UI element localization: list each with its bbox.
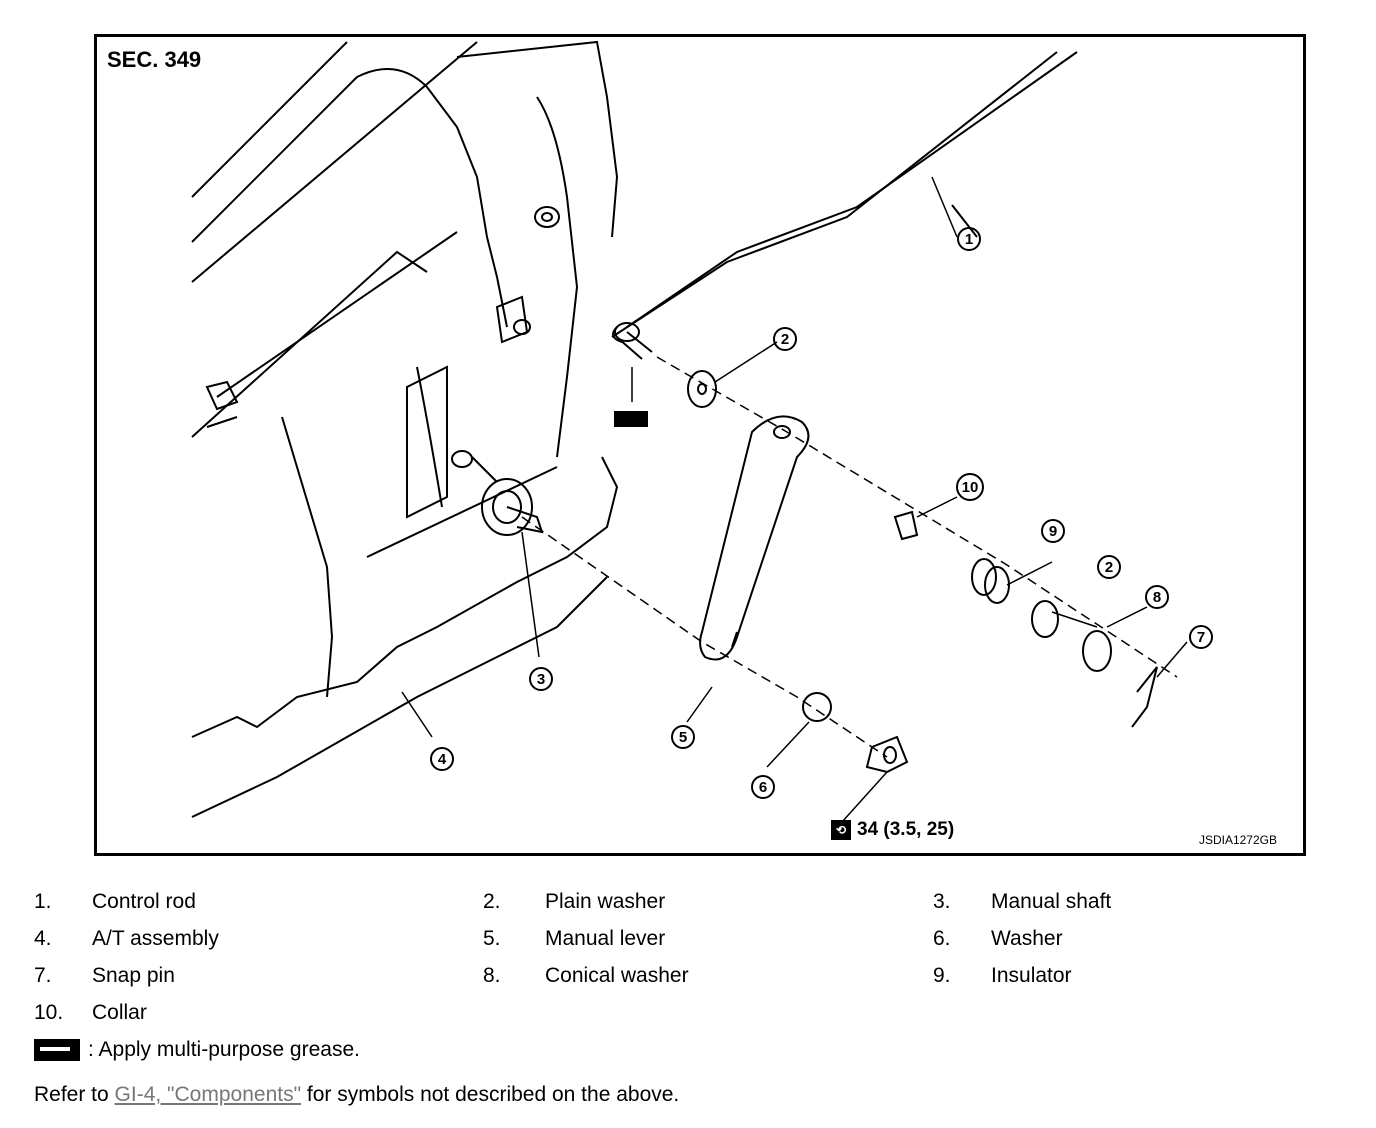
- grease-note: : Apply multi-purpose grease.: [34, 1038, 360, 1062]
- assembly-axis: [521, 356, 1178, 758]
- callout-3: 3: [537, 671, 545, 688]
- components-link[interactable]: GI-4, "Components": [114, 1083, 302, 1106]
- figure-code: JSDIA1272GB: [1198, 833, 1277, 847]
- nut: [865, 735, 909, 774]
- control-rod: [611, 51, 1078, 360]
- callout-6: 6: [759, 779, 767, 796]
- manual-shaft: [451, 450, 544, 536]
- at-assembly-housing: [191, 40, 619, 818]
- plain-washer-upper: [687, 370, 717, 408]
- refer-note: Refer to GI-4, "Components" for symbols …: [34, 1083, 680, 1106]
- callout-5: 5: [679, 729, 687, 746]
- torque-value: 34 (3.5, 25): [857, 819, 955, 840]
- exploded-diagram: 1 2 3 4 5 6 7 8 9 10 2 SEC. 349 ⟲ 34 (3.5…: [94, 34, 1306, 856]
- washer-toothed: [802, 692, 832, 722]
- torque-spec: ⟲ 34 (3.5, 25): [831, 819, 954, 841]
- callout-10: 10: [962, 479, 979, 496]
- insulator: [971, 558, 997, 596]
- collar: [893, 510, 919, 541]
- callout-2-upper: 2: [781, 331, 789, 348]
- leader-lines: [401, 176, 1188, 823]
- torque-wrench-icon: ⟲: [831, 819, 851, 840]
- callout-9: 9: [1049, 523, 1057, 540]
- grease-symbol-icon: [614, 411, 648, 427]
- grease-icon: [34, 1039, 80, 1062]
- conical-washer: [1082, 630, 1112, 672]
- callouts: [430, 227, 1213, 799]
- snap-pin: [1131, 666, 1158, 728]
- callout-8: 8: [1153, 589, 1161, 606]
- section-label: SEC. 349: [107, 47, 202, 72]
- callout-7: 7: [1197, 629, 1205, 646]
- manual-lever: [699, 415, 810, 661]
- callout-2-lower: 2: [1105, 559, 1113, 576]
- callout-1: 1: [965, 231, 973, 248]
- plain-washer-lower: [1031, 600, 1059, 638]
- washers-and-fasteners: [687, 370, 1158, 774]
- diagram-drawing: 1 2 3 4 5 6 7 8 9 10 2: [191, 40, 1213, 823]
- callout-4: 4: [438, 751, 447, 768]
